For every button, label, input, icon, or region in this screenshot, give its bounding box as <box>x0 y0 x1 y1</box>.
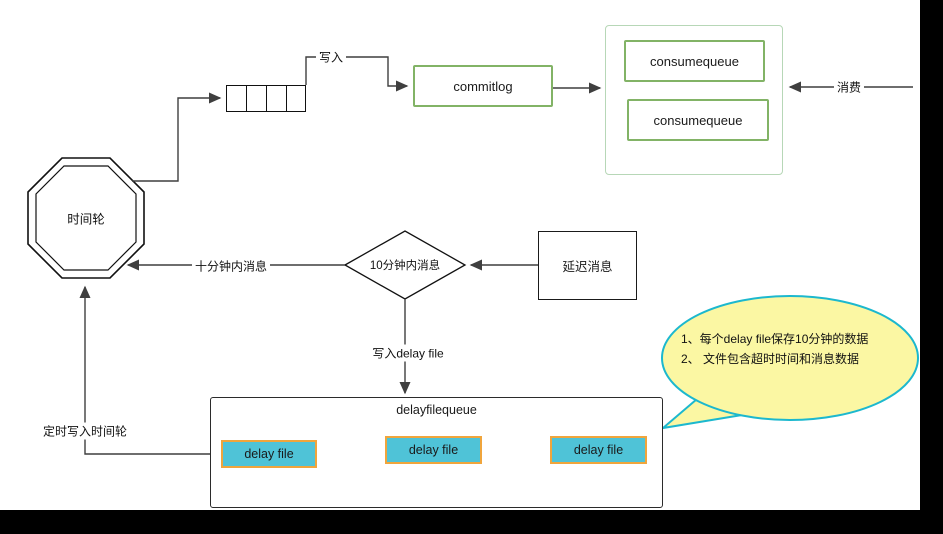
commitlog-node[interactable]: commitlog <box>413 65 553 107</box>
edge-label-timed-write-time-wheel: 定时写入时间轮 <box>39 422 131 440</box>
queue-cell <box>266 85 286 112</box>
delay-file-node-2[interactable]: delay file <box>385 436 482 464</box>
queue-cell <box>246 85 266 112</box>
decision-diamond-label: 10分钟内消息 <box>369 260 441 272</box>
queue-cell <box>226 85 246 112</box>
edge-label-within-ten-minutes: 十分钟内消息 <box>191 257 271 275</box>
delayfilequeue-title: delayfilequeue <box>396 403 477 417</box>
message-queue-cells[interactable] <box>226 85 306 112</box>
edge-label-write: 写入 <box>315 48 347 66</box>
consumequeue-node-2[interactable]: consumequeue <box>627 99 769 141</box>
delay-message-node[interactable]: 延迟消息 <box>538 231 637 300</box>
time-wheel-label: 时间轮 <box>67 212 105 227</box>
bubble-line-2: 2、 文件包含超时时间和消息数据 <box>681 352 860 366</box>
delay-file-node-1[interactable]: delay file <box>221 440 317 468</box>
queue-cell <box>286 85 306 112</box>
edge-label-consume: 消费 <box>833 78 865 96</box>
consumequeue-node-1[interactable]: consumequeue <box>624 40 765 82</box>
speech-bubble-text: 1、每个delay file保存10分钟的数据 2、 文件包含超时时间和消息数据 <box>681 329 913 369</box>
bubble-line-1: 1、每个delay file保存10分钟的数据 <box>681 332 869 346</box>
delay-file-node-3[interactable]: delay file <box>550 436 647 464</box>
edge-label-write-delay-file: 写入delay file <box>369 344 447 362</box>
